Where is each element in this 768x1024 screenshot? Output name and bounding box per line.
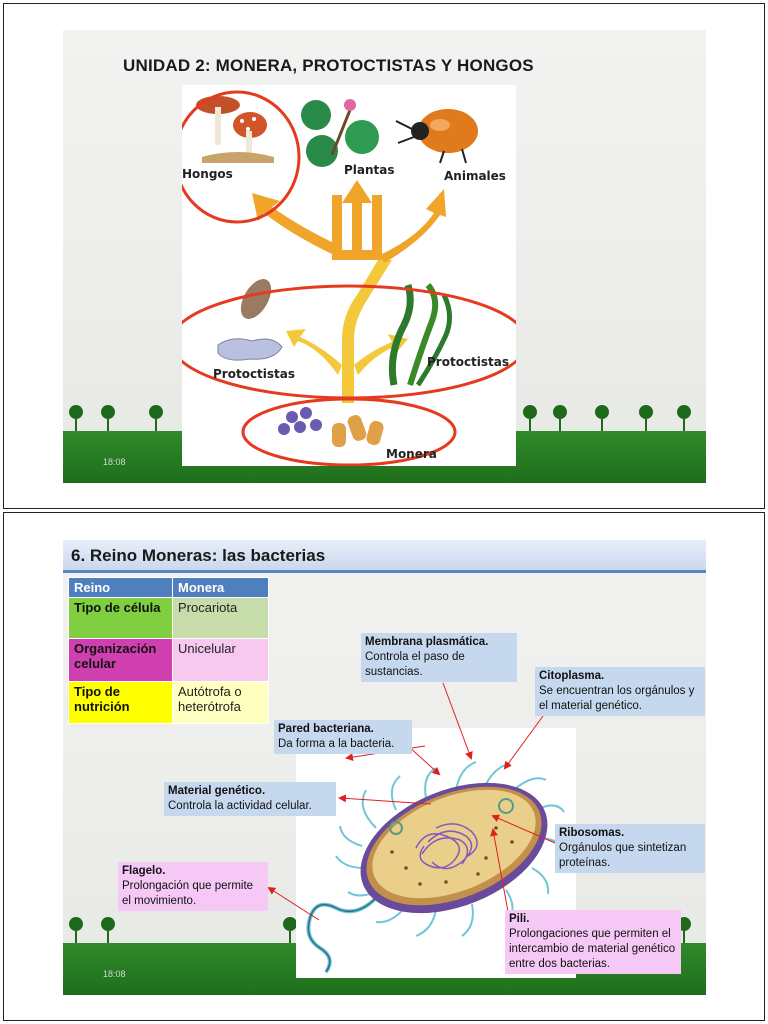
callout-citoplasma: Citoplasma. Se encuentran los orgánulos … xyxy=(535,667,705,716)
slide-kingdoms-tree: UNIDAD 2: MONERA, PROTOCTISTAS Y HONGOS xyxy=(63,30,706,483)
label-monera: Monera xyxy=(386,447,437,461)
tree-decoration xyxy=(149,405,163,419)
tree-trunk xyxy=(601,419,603,431)
kingdom-info-table: Reino Monera Tipo de célula Procariota O… xyxy=(68,577,269,724)
label-animales: Animales xyxy=(444,169,506,183)
tree-decoration xyxy=(283,917,297,931)
callout-pared: Pared bacteriana. Da forma a la bacteria… xyxy=(274,720,412,754)
tree-trunk xyxy=(155,419,157,431)
tree-trunk xyxy=(645,419,647,431)
phylogeny-diagram: Hongos Plantas Animales Protoctistas Pro… xyxy=(182,85,516,466)
callout-title: Flagelo. xyxy=(122,865,166,877)
slide-bacteria: 6. Reino Moneras: las bacterias Reino Mo… xyxy=(63,540,706,995)
tree-trunk xyxy=(529,419,531,431)
table-cell-label: Tipo de nutrición xyxy=(68,681,173,724)
tree-trunk xyxy=(107,419,109,431)
callout-arrows xyxy=(267,682,556,921)
tree-trunk xyxy=(75,419,77,431)
table-cell-label: Organización celular xyxy=(68,638,173,682)
tree-decoration xyxy=(69,405,83,419)
callout-text: Orgánulos que sintetizan proteínas. xyxy=(559,842,687,869)
callout-text: Prolongaciones que permiten el intercamb… xyxy=(509,928,676,970)
callout-title: Pili. xyxy=(509,913,530,925)
tree-decoration xyxy=(101,917,115,931)
slide-title: UNIDAD 2: MONERA, PROTOCTISTAS Y HONGOS xyxy=(123,56,534,75)
callout-text: Controla el paso de sustancias. xyxy=(365,651,465,678)
table-row: Organización celular Unicelular xyxy=(68,638,269,682)
label-protoctistas-left: Protoctistas xyxy=(213,367,296,381)
tree-decoration xyxy=(677,405,691,419)
callout-text: Prolongación que permite el movimiento. xyxy=(122,880,254,907)
slide-title-bar: 6. Reino Moneras: las bacterias xyxy=(63,540,706,573)
table-header-cell: Reino xyxy=(68,577,173,598)
label-hongos: Hongos xyxy=(182,167,233,181)
tree-trunk xyxy=(107,931,109,943)
tree-trunk xyxy=(683,931,685,943)
phylogeny-svg xyxy=(182,90,516,466)
tree-decoration xyxy=(101,405,115,419)
callout-material-genetico: Material genético. Controla la actividad… xyxy=(164,782,336,816)
bacterium-svg xyxy=(306,761,567,974)
slide-time: 18:08 xyxy=(103,457,126,467)
label-protoctistas-right: Protoctistas xyxy=(427,355,510,369)
table-cell-value: Procariota xyxy=(172,597,269,639)
tree-decoration xyxy=(553,405,567,419)
tree-decoration xyxy=(639,405,653,419)
callout-title: Ribosomas. xyxy=(559,827,625,839)
slide-title: 6. Reino Moneras: las bacterias xyxy=(71,546,326,565)
callout-membrana: Membrana plasmática. Controla el paso de… xyxy=(361,633,517,682)
tree-decoration xyxy=(69,917,83,931)
callout-ribosomas: Ribosomas. Orgánulos que sintetizan prot… xyxy=(555,824,705,873)
callout-pili: Pili. Prolongaciones que permiten el int… xyxy=(505,910,681,974)
tree-decoration xyxy=(595,405,609,419)
label-plantas: Plantas xyxy=(344,163,395,177)
slide-time: 18:08 xyxy=(103,969,126,979)
callout-title: Citoplasma. xyxy=(539,670,605,682)
tree-trunk xyxy=(683,419,685,431)
tree-trunk xyxy=(75,931,77,943)
callout-title: Material genético. xyxy=(168,785,266,797)
tree-trunk xyxy=(289,931,291,943)
tree-trunk xyxy=(559,419,561,431)
table-row: Tipo de nutrición Autótrofa o heterótrof… xyxy=(68,681,269,724)
table-row: Tipo de célula Procariota xyxy=(68,597,269,639)
table-header-cell: Monera xyxy=(172,577,269,598)
tree-decoration xyxy=(523,405,537,419)
callout-title: Pared bacteriana. xyxy=(278,723,374,735)
callout-text: Da forma a la bacteria. xyxy=(278,738,395,750)
callout-title: Membrana plasmática. xyxy=(365,636,489,648)
callout-text: Se encuentran los orgánulos y el materia… xyxy=(539,685,695,712)
table-cell-label: Tipo de célula xyxy=(68,597,173,639)
callout-text: Controla la actividad celular. xyxy=(168,800,312,812)
table-header-row: Reino Monera xyxy=(68,577,269,598)
callout-flagelo: Flagelo. Prolongación que permite el mov… xyxy=(118,862,268,911)
table-cell-value: Autótrofa o heterótrofa xyxy=(172,681,269,724)
